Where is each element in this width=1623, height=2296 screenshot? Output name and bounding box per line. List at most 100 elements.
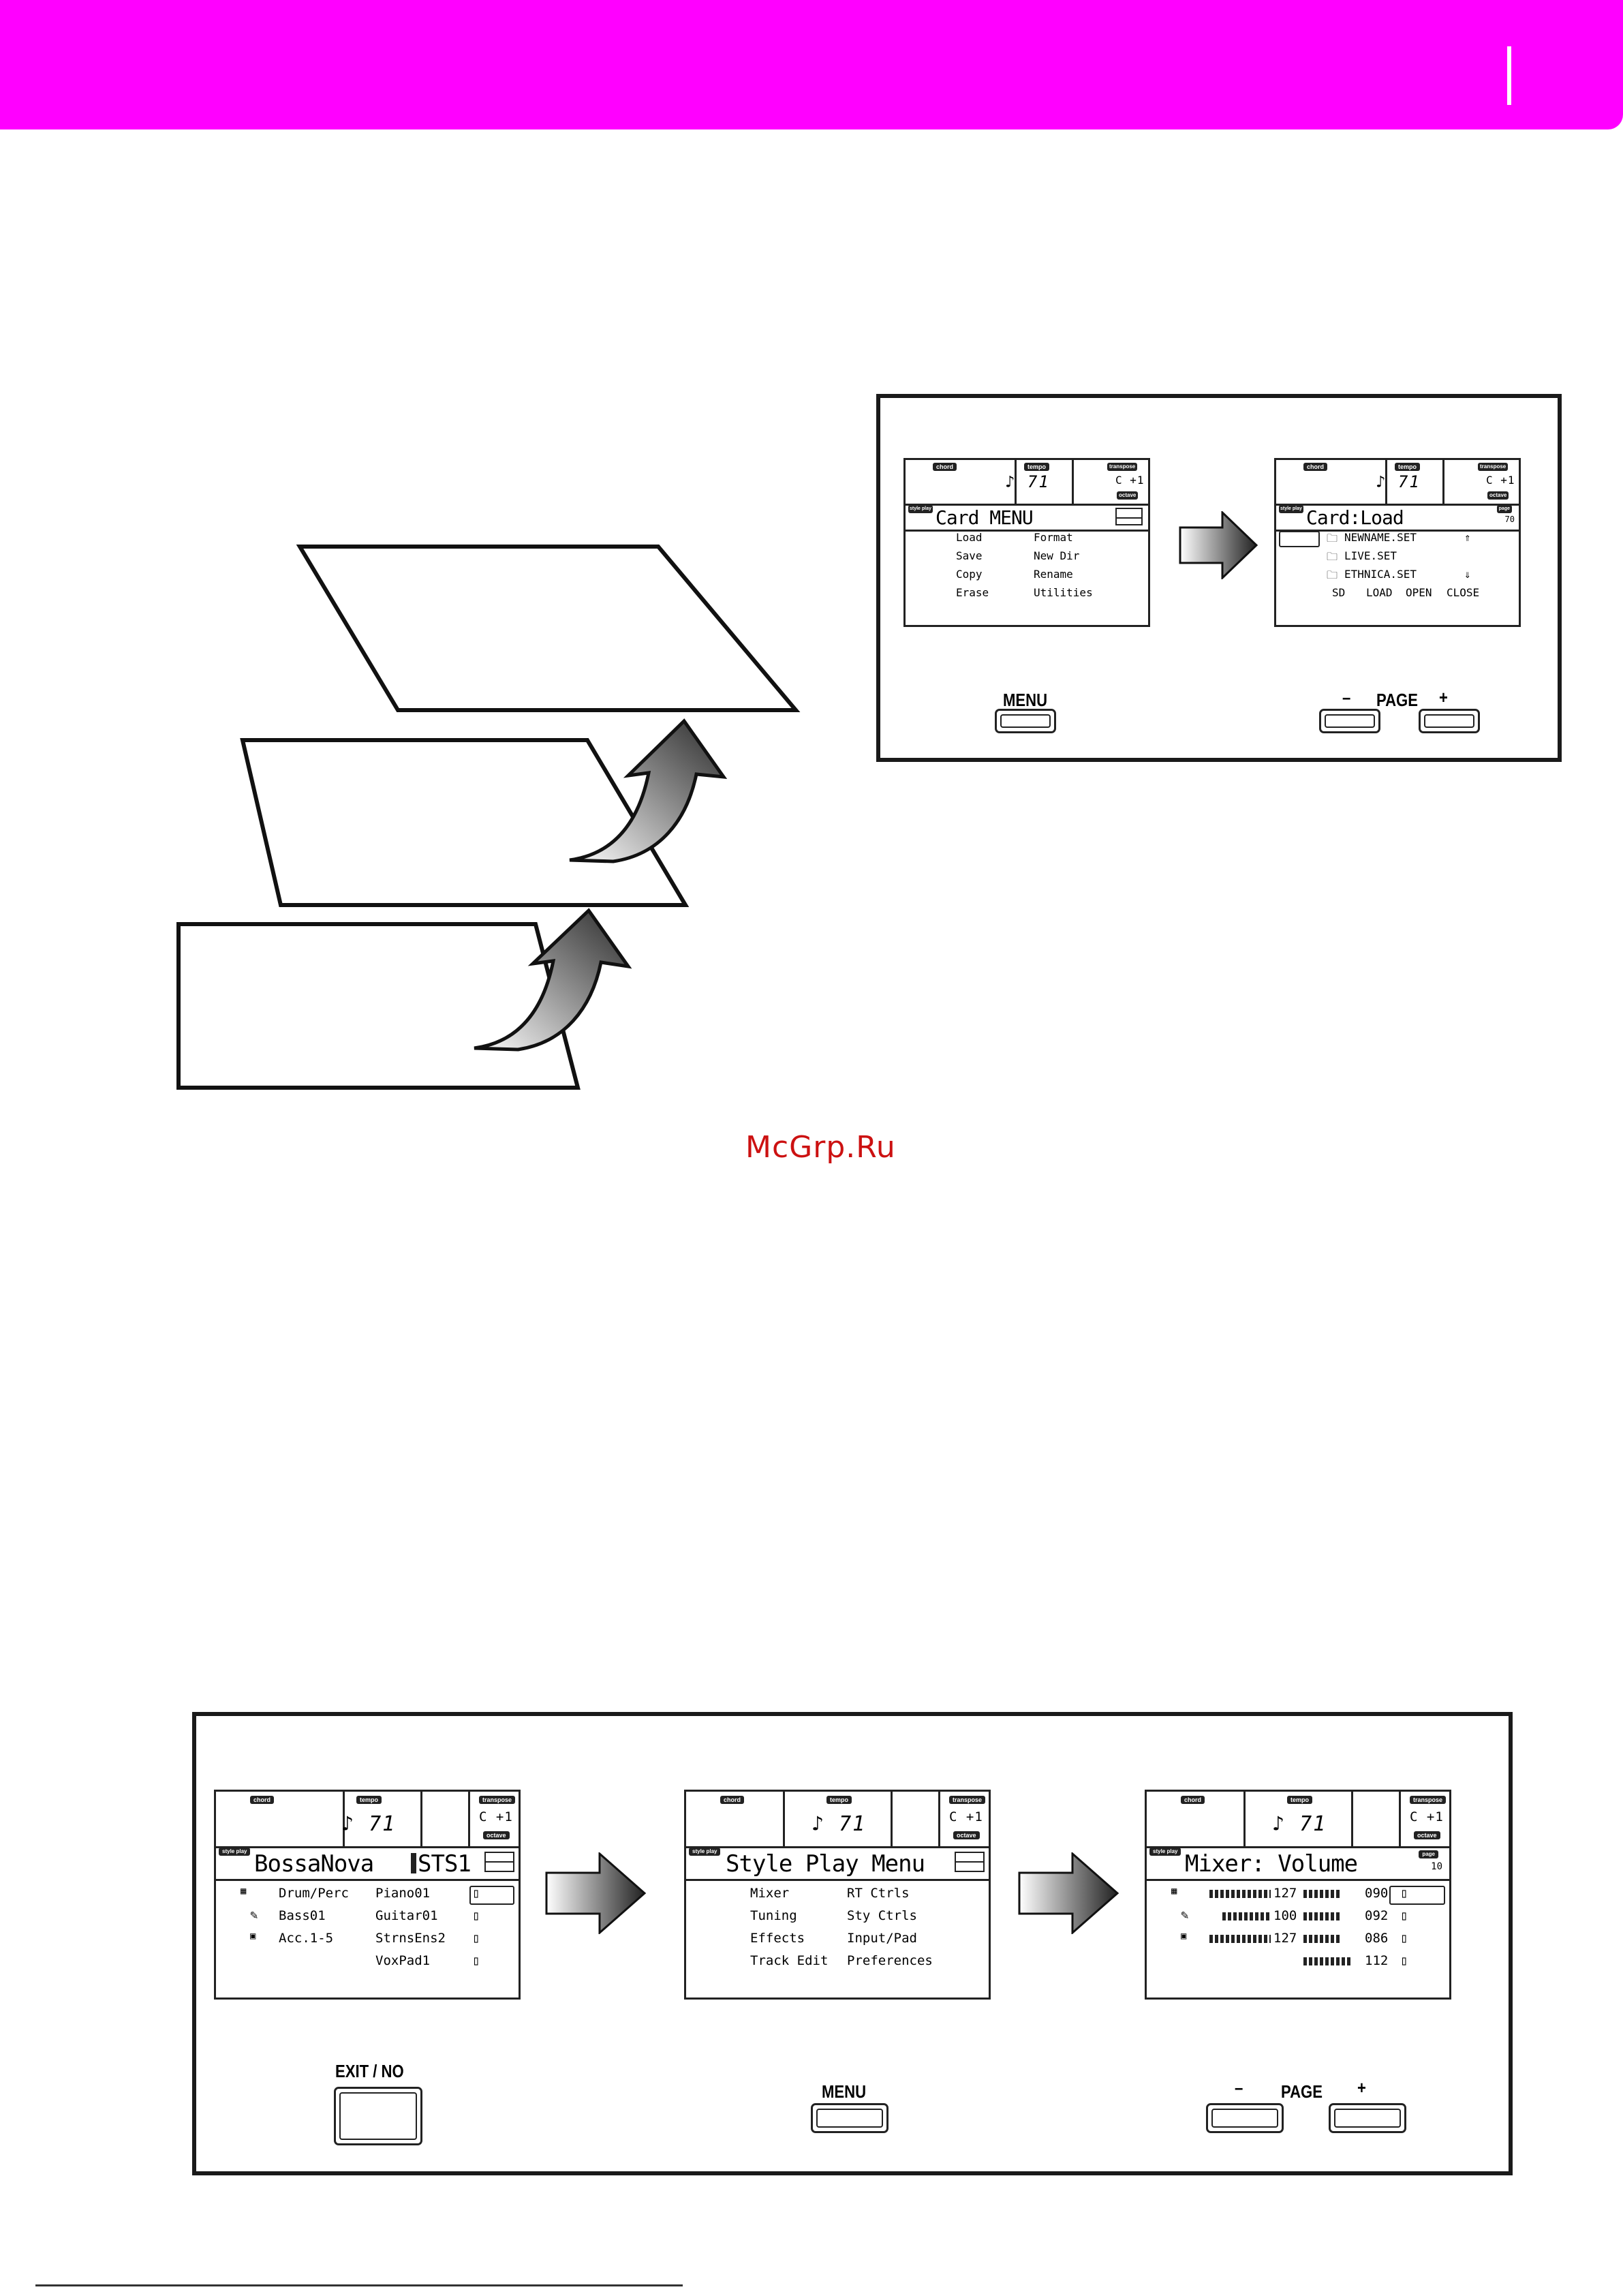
folder-icon: 🗀: [1327, 568, 1338, 581]
transpose-tag: transpose: [1478, 463, 1509, 471]
scroll-up-icon[interactable]: ⇑: [1464, 531, 1471, 544]
menu-item[interactable]: Rename: [1034, 568, 1073, 581]
volume-meter[interactable]: [1303, 1957, 1350, 1965]
style-play-tag: style play: [1149, 1848, 1181, 1856]
volume-meter[interactable]: [1303, 1935, 1340, 1943]
soft-key[interactable]: LOAD: [1366, 586, 1393, 599]
soft-key[interactable]: OPEN: [1406, 586, 1432, 599]
track-icon: ▦: [241, 1886, 247, 1897]
volume-value: 127: [1273, 1886, 1297, 1901]
folder-icon: 🗀: [1327, 532, 1338, 545]
chord-tag: chord: [1303, 463, 1328, 471]
octave-tag: octave: [483, 1831, 510, 1839]
track-name[interactable]: Acc.1-5: [279, 1931, 334, 1946]
menu-item[interactable]: Effects: [750, 1931, 805, 1946]
volume-meter[interactable]: [1303, 1912, 1342, 1920]
menu-item[interactable]: RT Ctrls: [847, 1886, 910, 1901]
sound-name[interactable]: VoxPad1: [375, 1953, 431, 1968]
menu-item[interactable]: Input/Pad: [847, 1931, 917, 1946]
page-indicator: [955, 1852, 985, 1872]
menu-item[interactable]: Format: [1034, 531, 1073, 544]
transpose-value: C +1: [1486, 474, 1515, 487]
sound-name[interactable]: Piano01: [375, 1886, 431, 1901]
tempo-tag: tempo: [1287, 1796, 1312, 1804]
page-minus-label: –: [1235, 2077, 1243, 2098]
volume-meter[interactable]: [1303, 1890, 1342, 1898]
volume-meter[interactable]: [1209, 1890, 1271, 1898]
footer-rule: [35, 2284, 683, 2286]
menu-button-label: MENU: [822, 2081, 867, 2102]
menu-item[interactable]: Tuning: [750, 1908, 797, 1923]
chord-tag: chord: [1181, 1796, 1205, 1804]
soft-key[interactable]: CLOSE: [1447, 586, 1480, 599]
style-play-tag: style play: [689, 1848, 721, 1856]
menu-item[interactable]: Mixer: [750, 1886, 790, 1901]
sound-name[interactable]: StrnsEns2: [375, 1931, 446, 1946]
chord-tag: chord: [933, 463, 957, 471]
menu-button[interactable]: [811, 2103, 888, 2133]
page-tag: page: [1419, 1850, 1438, 1858]
page-plus-button[interactable]: [1419, 709, 1480, 733]
transpose-tag: transpose: [949, 1796, 986, 1804]
menu-item[interactable]: New Dir: [1034, 549, 1080, 562]
menu-item[interactable]: Load: [956, 531, 983, 544]
volume-meter[interactable]: [1222, 1912, 1271, 1920]
lcd-card-menu: chord tempo ♪ 71 transpose C +1 octave s…: [903, 458, 1150, 627]
file-item[interactable]: LIVE.SET: [1344, 549, 1397, 562]
sts-name: STS1: [418, 1850, 472, 1878]
soft-key[interactable]: SD: [1332, 586, 1346, 599]
header-divider: [1507, 46, 1511, 105]
selection-cursor: [469, 1886, 514, 1905]
octave-tag: octave: [1487, 491, 1509, 500]
page-label: PAGE: [1281, 2081, 1323, 2102]
menu-item[interactable]: Erase: [956, 586, 989, 599]
track-status-icon: ▯: [472, 1886, 480, 1901]
track-icon: ▣: [1181, 1931, 1187, 1942]
menu-item[interactable]: Save: [956, 549, 983, 562]
tempo-value: ♪ 71: [1005, 472, 1050, 491]
menu-item[interactable]: Preferences: [847, 1953, 933, 1968]
page-label: PAGE: [1376, 690, 1419, 710]
tempo-value: ♪ 71: [341, 1812, 397, 1836]
volume-value: 100: [1273, 1908, 1297, 1923]
menu-button[interactable]: [995, 709, 1056, 733]
menu-item[interactable]: Copy: [956, 568, 983, 581]
menu-item[interactable]: Sty Ctrls: [847, 1908, 917, 1923]
screen-title: Style Play Menu: [726, 1850, 925, 1878]
octave-tag: octave: [1117, 491, 1139, 500]
curved-arrow-up-icon: [474, 908, 632, 1052]
sound-name[interactable]: Guitar01: [375, 1908, 438, 1923]
page-minus-button[interactable]: [1206, 2103, 1284, 2133]
track-name[interactable]: Drum/Perc: [279, 1886, 349, 1901]
octave-tag: octave: [953, 1831, 980, 1839]
exit-button-label: EXIT / NO: [335, 2061, 404, 2081]
volume-value: 092: [1365, 1908, 1389, 1923]
menu-item[interactable]: Track Edit: [750, 1953, 829, 1968]
lcd-mixer-volume: chord tempo ♪ 71 transpose C +1 octave s…: [1145, 1790, 1451, 2000]
transpose-tag: transpose: [1410, 1796, 1447, 1804]
octave-tag: octave: [1414, 1831, 1440, 1839]
volume-meter[interactable]: [1209, 1935, 1271, 1943]
track-icon: ✎: [250, 1908, 258, 1923]
sheet-middle: [240, 738, 690, 907]
file-item[interactable]: ETHNICA.SET: [1344, 568, 1417, 581]
track-name[interactable]: Bass01: [279, 1908, 326, 1923]
page-layers-illustration: [176, 545, 801, 1090]
selection-cursor: [1279, 531, 1320, 547]
page-minus-label: –: [1342, 687, 1351, 707]
track-icon: ▦: [1171, 1886, 1177, 1897]
lcd-card-load: chord tempo ♪ 71 transpose C +1 octave s…: [1274, 458, 1521, 627]
chord-tag: chord: [720, 1796, 745, 1804]
style-play-tag: style play: [908, 505, 933, 513]
menu-item[interactable]: Utilities: [1034, 586, 1093, 599]
file-item[interactable]: NEWNAME.SET: [1344, 531, 1417, 544]
page-indicator: [1115, 508, 1143, 525]
style-play-tag: style play: [219, 1848, 251, 1856]
page-plus-button[interactable]: [1329, 2103, 1406, 2133]
exit-no-button[interactable]: [334, 2087, 422, 2145]
selection-cursor: [1389, 1886, 1445, 1905]
page-minus-button[interactable]: [1319, 709, 1380, 733]
scroll-down-icon[interactable]: ⇓: [1464, 568, 1471, 581]
screen-title: Card MENU: [936, 506, 1034, 529]
volume-value: 090: [1365, 1886, 1389, 1901]
